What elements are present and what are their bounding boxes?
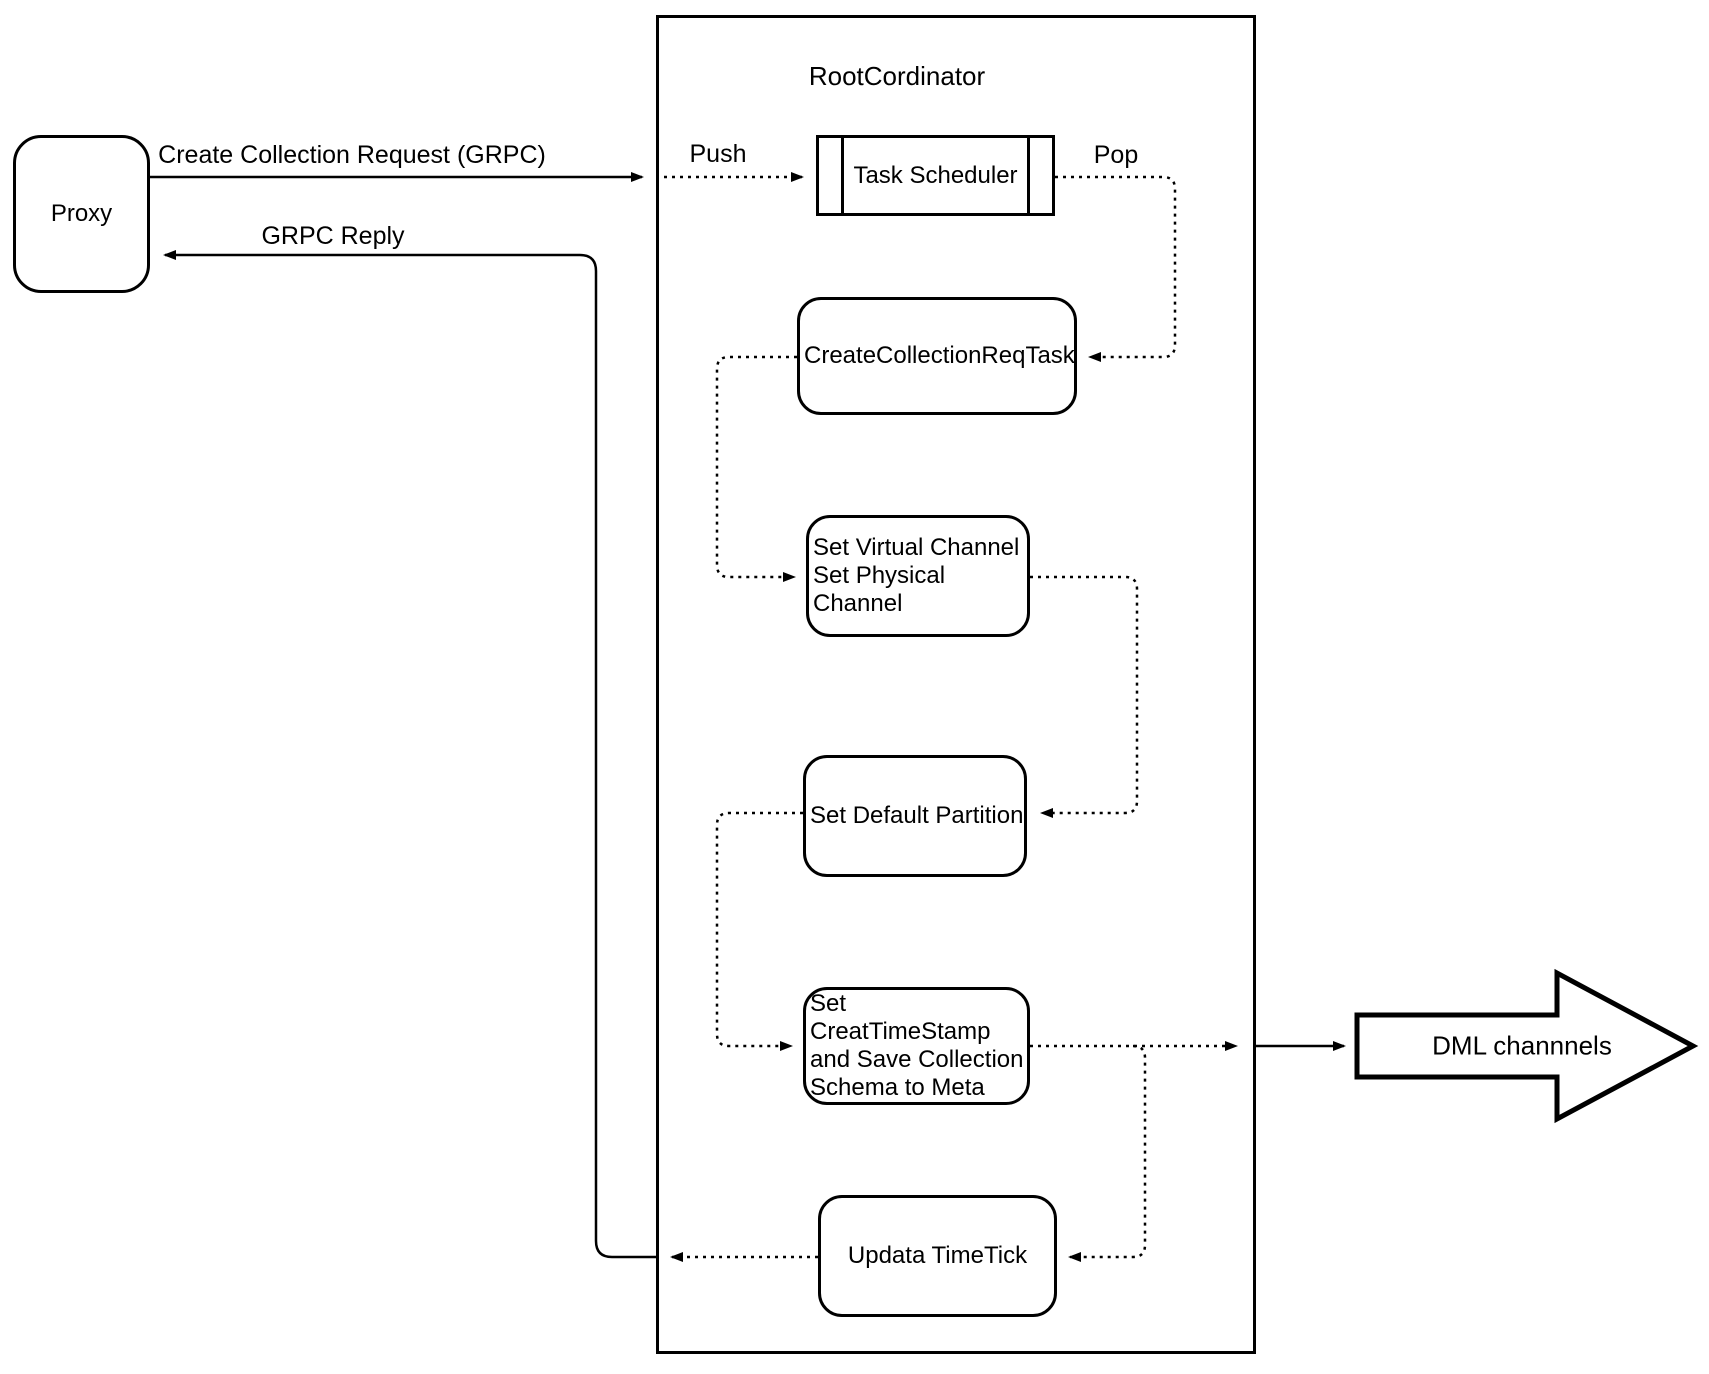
task-scheduler-node: Task Scheduler [816, 135, 1055, 216]
task-scheduler-label: Task Scheduler [853, 161, 1018, 189]
dml-channels-label: DML channnels [1432, 1030, 1612, 1061]
process-left-bar [841, 137, 844, 214]
edge-label-push: Push [689, 140, 747, 168]
set-default-partition-node: Set Default Partition [803, 755, 1027, 877]
create-collection-req-task-label: CreateCollectionReqTask [804, 342, 1075, 369]
process-right-bar [1027, 137, 1030, 214]
dml-channels-arrow [1354, 968, 1699, 1124]
root-cordinator-container [656, 15, 1256, 1354]
edge-pop [1055, 175, 1177, 362]
root-cordinator-title: RootCordinator [808, 61, 986, 91]
edge-ccrt-to-set-channels [715, 355, 797, 582]
proxy-node: Proxy [13, 135, 150, 293]
set-creat-timestamp-node: Set CreatTimeStamp and Save Collection S… [803, 987, 1030, 1105]
set-channels-node: Set Virtual Channel Set Physical Channel [806, 515, 1030, 637]
updata-timetick-label: Updata TimeTick [847, 1242, 1028, 1269]
set-default-partition-label: Set Default Partition [810, 802, 1024, 829]
proxy-label: Proxy [50, 200, 113, 227]
edge-grpc-reply [163, 250, 656, 1259]
set-creat-timestamp-label: Set CreatTimeStamp and Save Collection S… [810, 990, 1024, 1101]
edge-label-grpc-reply: GRPC Reply [261, 222, 405, 250]
updata-timetick-node: Updata TimeTick [818, 1195, 1057, 1317]
create-collection-req-task-node: CreateCollectionReqTask [797, 297, 1077, 415]
edge-label-create-collection-request: Create Collection Request (GRPC) [158, 141, 546, 169]
set-channels-label: Set Virtual Channel Set Physical Channel [813, 534, 1020, 617]
edge-label-pop: Pop [1093, 141, 1139, 169]
